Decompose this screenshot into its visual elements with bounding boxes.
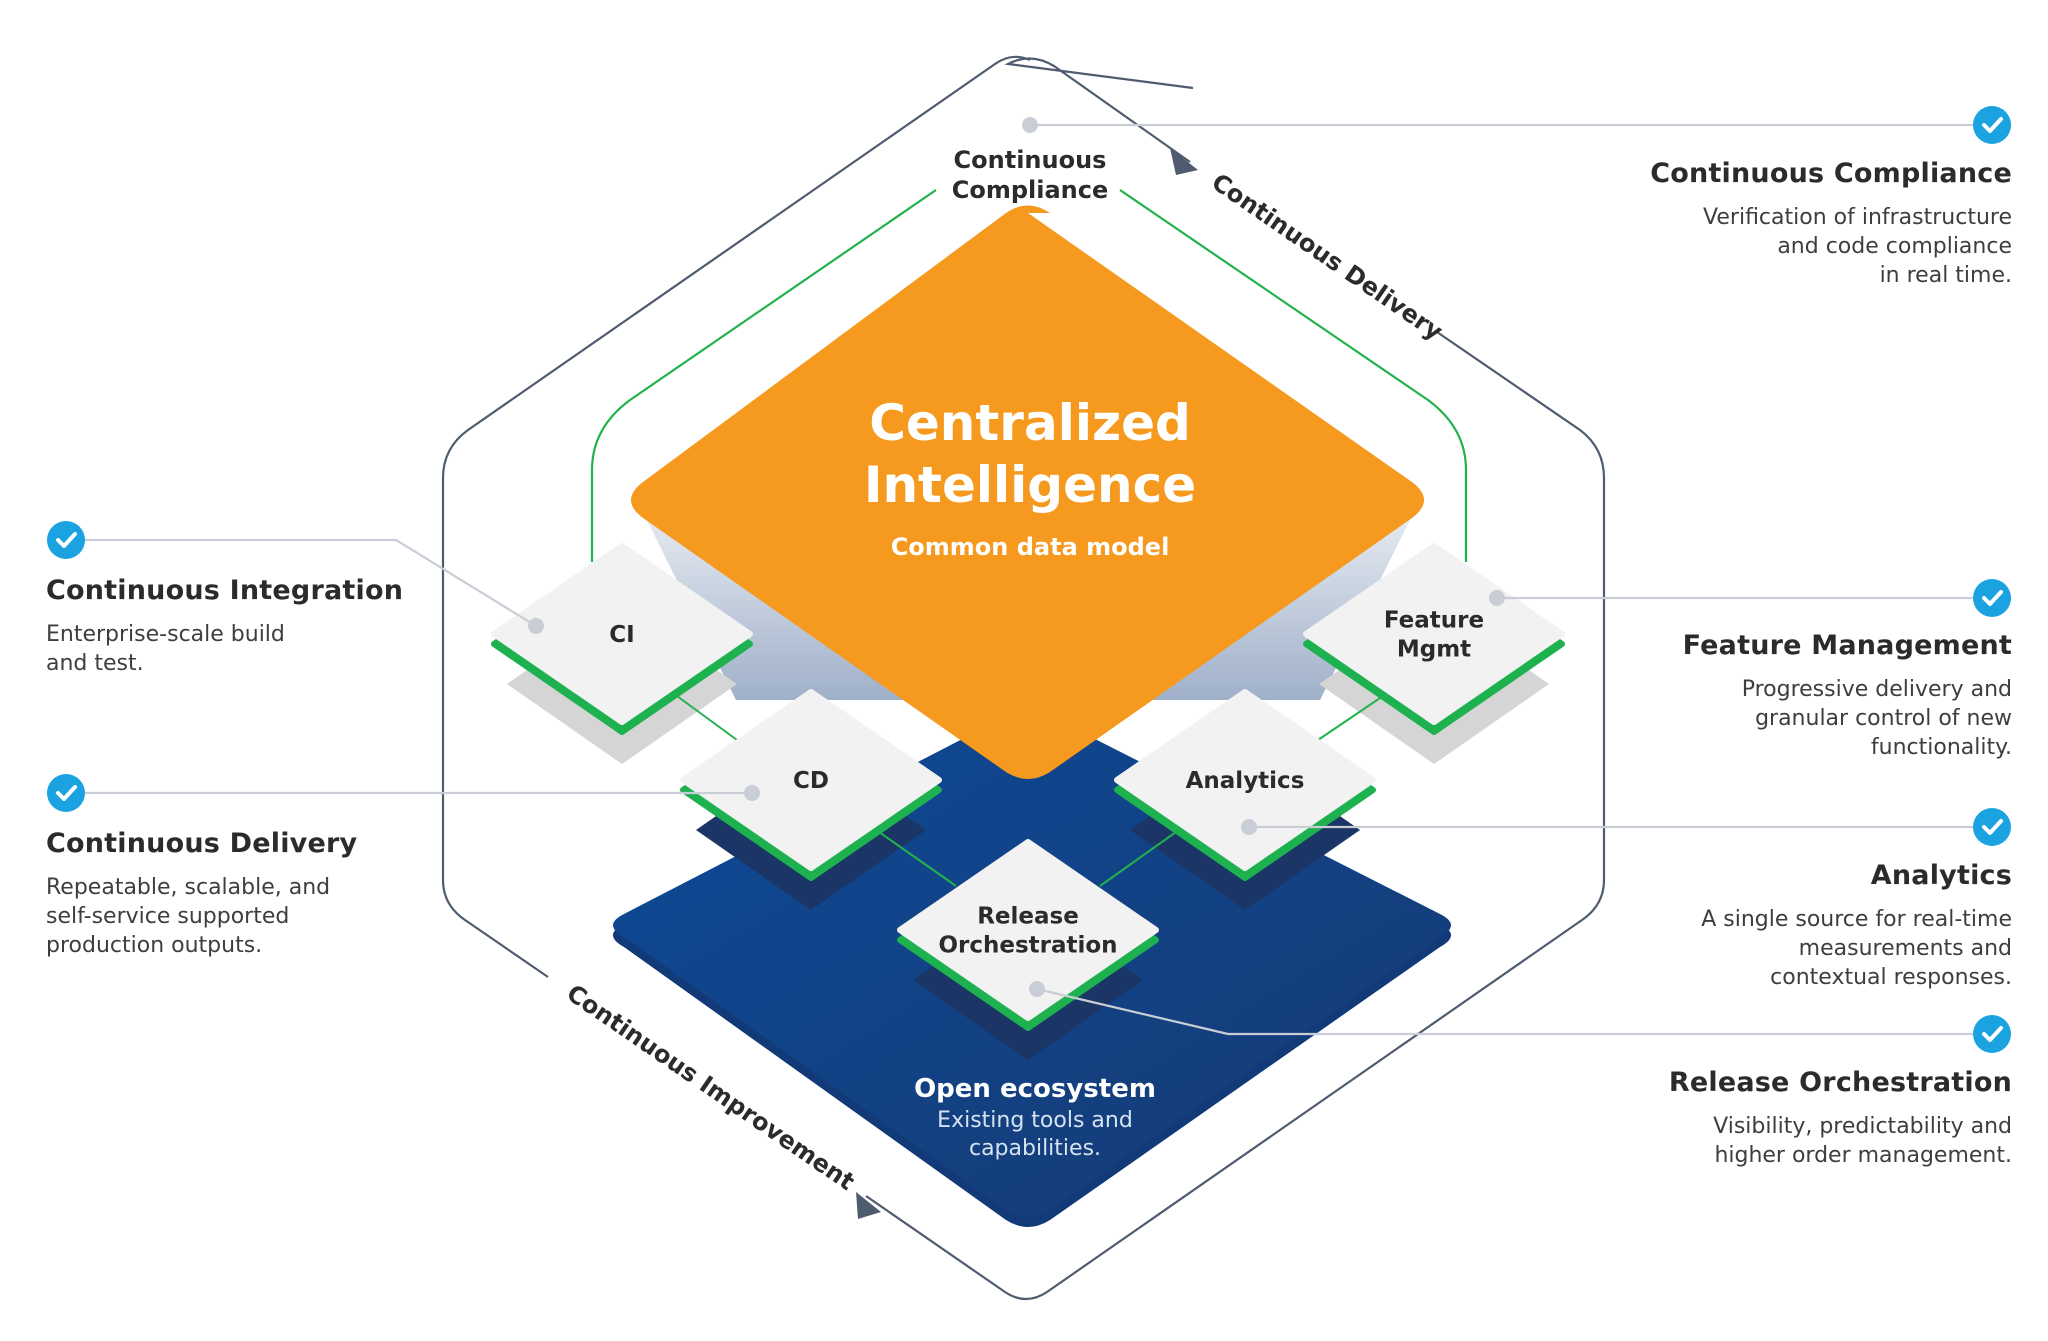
- callout-description: Progressive delivery and granular contro…: [1741, 677, 2012, 760]
- check-circle-icon: [1973, 106, 2011, 144]
- callout-title: Continuous Delivery: [46, 828, 358, 859]
- dot-analytics: [1241, 819, 1257, 835]
- tile-label: Feature: [1384, 608, 1484, 634]
- callout-title: Continuous Integration: [46, 575, 404, 606]
- tile-cd: CD: [680, 689, 942, 881]
- callout-description: Verification of infrastructure and code …: [1703, 205, 2012, 288]
- tile-face: [897, 839, 1159, 1021]
- callout-title: Release Orchestration: [1668, 1067, 2012, 1098]
- callout-continuous-delivery: Continuous Delivery Repeatable, scalable…: [46, 828, 486, 960]
- callout-description: Enterprise-scale build and test.: [46, 622, 285, 676]
- callout-title: Continuous Compliance: [1650, 158, 2012, 189]
- ring-label-compliance-line1: Continuous: [954, 146, 1107, 174]
- callout-continuous-integration: Continuous Integration Enterprise-scale …: [46, 575, 486, 678]
- base-desc-line2: capabilities.: [969, 1136, 1101, 1161]
- base-desc-line1: Existing tools and: [937, 1108, 1133, 1133]
- dot-integration: [528, 618, 544, 634]
- ring-label-delivery: Continuous Delivery: [1207, 168, 1448, 346]
- callout-title: Analytics: [1870, 860, 2012, 891]
- check-circle-icon: [47, 774, 85, 812]
- core-subtitle: Common data model: [891, 533, 1170, 561]
- base-title: Open ecosystem: [914, 1074, 1156, 1104]
- callout-description: Visibility, predictability and higher or…: [1713, 1114, 2012, 1168]
- dot-feature: [1489, 590, 1505, 606]
- tile-connectors: [676, 695, 1384, 887]
- callout-connectors: [84, 123, 1992, 1036]
- callout-description: Repeatable, scalable, and self-service s…: [46, 875, 331, 958]
- ring-label-compliance-line2: Compliance: [952, 176, 1109, 204]
- tile-label: Analytics: [1186, 768, 1305, 794]
- dot-delivery: [744, 785, 760, 801]
- callout-analytics: Analytics A single source for real-time …: [1572, 860, 2012, 992]
- check-circle-icon: [1973, 579, 2011, 617]
- ring-arrow-bottom: [856, 1192, 881, 1219]
- tile-face: [1114, 689, 1376, 871]
- check-circle-icon: [1973, 1015, 2011, 1053]
- connector-integration: [84, 538, 537, 627]
- capability-tiles: CI CD FeatureMgmtAnalyticsReleaseOrchestra…: [491, 543, 1565, 1031]
- dot-release: [1029, 981, 1045, 997]
- callout-release-orchestration: Release Orchestration Visibility, predic…: [1572, 1067, 2012, 1170]
- tile-analytics: Analytics: [1114, 689, 1376, 881]
- tile-label: CD: [793, 768, 829, 794]
- tile-label: Mgmt: [1397, 637, 1471, 663]
- tile-face: [1303, 543, 1565, 725]
- callout-title: Feature Management: [1682, 630, 2012, 661]
- tile-ci: CI: [491, 543, 753, 735]
- callout-feature-management: Feature Management Progressive delivery …: [1572, 630, 2012, 762]
- tile-face: [491, 543, 753, 725]
- continuous-ring: [441, 55, 1606, 1301]
- tile-label: Orchestration: [938, 933, 1117, 959]
- check-icons: [47, 106, 2011, 1053]
- dot-compliance: [1022, 117, 1038, 133]
- check-circle-icon: [47, 521, 85, 559]
- connector-release: [1036, 987, 1992, 1036]
- callout-description: A single source for real-time measuremen…: [1701, 907, 2012, 990]
- connector-dots: [528, 117, 1505, 997]
- tile-face: [680, 689, 942, 871]
- callout-continuous-compliance: Continuous Compliance Verification of in…: [1572, 158, 2012, 290]
- core-title-line1: Centralized: [869, 394, 1191, 452]
- check-circle-icon: [1973, 808, 2011, 846]
- tile-label: CI: [609, 622, 634, 648]
- centralized-intelligence-core: [631, 205, 1424, 779]
- compliance-boundary: [590, 189, 1468, 562]
- ring-arrow-top: [1170, 148, 1198, 175]
- tile-label: Release: [977, 904, 1079, 930]
- core-title-line2: Intelligence: [864, 456, 1196, 514]
